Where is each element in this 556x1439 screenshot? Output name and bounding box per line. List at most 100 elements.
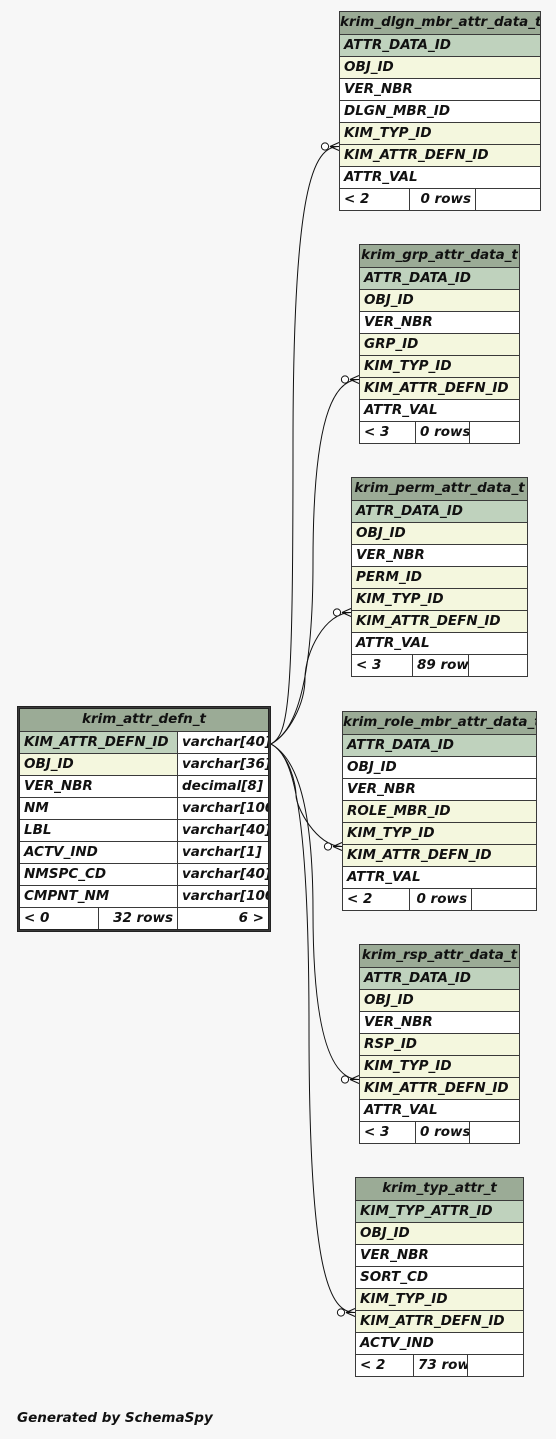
column-row[interactable]: KIM_TYP_ID [360,1055,519,1077]
column-row[interactable]: ATTR_DATA_ID [360,267,519,289]
column-row[interactable]: VER_NBR [340,78,540,100]
column-row[interactable]: VER_NBR [352,544,527,566]
parents-count[interactable]: < 0 [20,908,98,929]
table-title-row: krim_attr_defn_t [20,709,268,731]
column-row[interactable]: ROLE_MBR_ID [343,800,536,822]
parents-count[interactable]: < 3 [360,422,415,443]
column-row[interactable]: ATTR_VAL [352,632,527,654]
many-marker [349,1075,360,1084]
column-row[interactable]: SORT_CD [356,1266,523,1288]
column-row[interactable]: RSP_ID [360,1033,519,1055]
column-row[interactable]: ATTR_DATA_ID [360,967,519,989]
column-row[interactable]: OBJ_ID [360,289,519,311]
column-row[interactable]: OBJ_ID [343,756,536,778]
column-type: varchar[1] [177,842,268,863]
column-name: GRP_ID [360,334,519,355]
column-row[interactable]: KIM_ATTR_DEFN_ID [356,1310,523,1332]
table-title: krim_perm_attr_data_t [352,478,527,500]
column-name: NM [20,798,177,819]
column-type: decimal[8] [177,776,268,797]
parents-count[interactable]: < 3 [360,1122,415,1143]
column-name: LBL [20,820,177,841]
column-row[interactable]: ATTR_VAL [360,1099,519,1121]
column-name: PERM_ID [352,567,527,588]
column-name: VER_NBR [352,545,527,566]
column-row[interactable]: ATTR_VAL [360,399,519,421]
column-row[interactable]: ATTR_VAL [340,166,540,188]
column-row[interactable]: KIM_ATTR_DEFN_ID [343,844,536,866]
footer-spacer [475,189,540,210]
row-count: 0 rows [409,189,475,210]
column-row[interactable]: KIM_TYP_ID [340,122,540,144]
relationship-line [270,379,360,745]
column-name: ATTR_DATA_ID [352,501,527,522]
parents-count[interactable]: < 2 [340,189,409,210]
parents-count[interactable]: < 2 [356,1355,413,1376]
optional-marker [320,142,330,151]
column-row[interactable]: ATTR_DATA_ID [343,734,536,756]
column-row[interactable]: OBJ_ID [340,56,540,78]
column-name: VER_NBR [343,779,536,800]
column-name: ATTR_DATA_ID [360,268,519,289]
column-row[interactable]: ATTR_VAL [343,866,536,888]
table-title-row: krim_rsp_attr_data_t [360,945,519,967]
footer-spacer [471,889,536,910]
optional-marker [340,375,350,384]
column-row[interactable]: KIM_TYP_ID [356,1288,523,1310]
column-row[interactable]: ACTV_IND [356,1332,523,1354]
column-row[interactable]: DLGN_MBR_ID [340,100,540,122]
column-row[interactable]: PERM_ID [352,566,527,588]
column-name: CMPNT_NM [20,886,177,907]
optional-marker [340,1075,350,1084]
row-count: 0 rows [409,889,471,910]
column-name: KIM_ATTR_DEFN_ID [360,1078,519,1099]
column-row[interactable]: KIM_TYP_ATTR_ID [356,1200,523,1222]
column-row[interactable]: OBJ_ID [360,989,519,1011]
column-row[interactable]: KIM_ATTR_DEFN_ID [340,144,540,166]
column-name: OBJ_ID [356,1223,523,1244]
column-name: RSP_ID [360,1034,519,1055]
parents-count[interactable]: < 2 [343,889,409,910]
children-count[interactable]: 6 > [177,908,268,929]
column-name: KIM_ATTR_DEFN_ID [356,1311,523,1332]
column-row[interactable]: VER_NBR [360,1011,519,1033]
column-row[interactable]: KIM_TYP_ID [360,355,519,377]
column-row[interactable]: KIM_TYP_ID [352,588,527,610]
column-row[interactable]: KIM_ATTR_DEFN_ID [360,377,519,399]
column-row[interactable]: OBJ_ID [352,522,527,544]
column-name: KIM_ATTR_DEFN_ID [360,378,519,399]
column-row[interactable]: KIM_ATTR_DEFN_ID [360,1077,519,1099]
parents-count[interactable]: < 3 [352,655,412,676]
column-row[interactable]: ATTR_DATA_ID [352,500,527,522]
column-row[interactable]: KIM_ATTR_DEFN_ID [352,610,527,632]
column-row[interactable]: VER_NBR [360,311,519,333]
column-row[interactable]: GRP_ID [360,333,519,355]
column-row[interactable]: ATTR_DATA_ID [340,34,540,56]
column-name: OBJ_ID [360,290,519,311]
footer-spacer [468,655,527,676]
optional-marker [323,842,333,851]
row-count: 73 rows [413,1355,467,1376]
column-row[interactable]: KIM_TYP_ID [343,822,536,844]
column-row[interactable]: VER_NBR [356,1244,523,1266]
column-row[interactable]: VER_NBR [343,778,536,800]
column-name: ATTR_VAL [343,867,536,888]
column-row[interactable]: OBJ_ID [356,1222,523,1244]
column-type: varchar[40] [177,820,268,841]
